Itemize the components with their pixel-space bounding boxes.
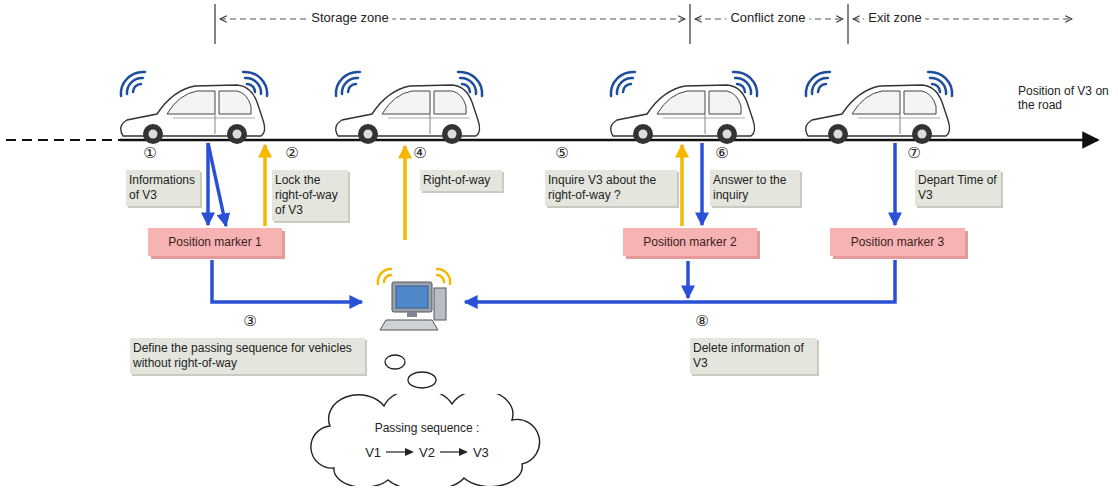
message-box: Define the passing sequence for vehicles… bbox=[130, 338, 365, 374]
position-marker: Position marker 1 bbox=[148, 228, 282, 256]
callout-number: ⑥ bbox=[715, 146, 728, 161]
vehicle-id: V1 bbox=[365, 445, 381, 460]
box-text: Position marker 1 bbox=[152, 235, 278, 249]
callout-number: ② bbox=[285, 146, 298, 161]
cloud-outline bbox=[302, 394, 552, 486]
zone-label: Storage zone bbox=[307, 10, 392, 25]
callout-number: ⑦ bbox=[907, 146, 920, 161]
callout-number: ⑤ bbox=[555, 146, 568, 161]
box-text: Answer to the inquiry bbox=[713, 173, 797, 203]
message-box: Inquire V3 about the right-of-way ? bbox=[545, 170, 677, 206]
message-box: Informations of V3 bbox=[126, 170, 200, 206]
thought-cloud: Passing sequence : V1 V2 V3 bbox=[302, 394, 552, 486]
axis-label: Position of V3 on the road bbox=[1018, 84, 1110, 113]
sequence-arrow bbox=[439, 447, 469, 457]
callout-number: ④ bbox=[413, 146, 426, 161]
box-text: Delete information of V3 bbox=[693, 341, 814, 371]
cloud-heading: Passing sequence : bbox=[375, 421, 480, 435]
zone-label: Exit zone bbox=[864, 10, 925, 25]
callout-number: ① bbox=[143, 146, 156, 161]
box-text: Lock the right-of-way of V3 bbox=[275, 173, 345, 218]
message-box: Right-of-way bbox=[420, 170, 502, 191]
zone-label: Conflict zone bbox=[726, 10, 809, 25]
sequence-row: V1 V2 V3 bbox=[365, 445, 489, 460]
callout-number: ③ bbox=[243, 314, 256, 329]
box-text: Position marker 3 bbox=[834, 235, 961, 249]
position-marker: Position marker 2 bbox=[623, 228, 757, 256]
box-text: Position marker 2 bbox=[627, 235, 753, 249]
callout-number: ⑧ bbox=[695, 314, 708, 329]
message-box: Depart Time of V3 bbox=[915, 170, 1001, 206]
box-text: Right-of-way bbox=[423, 173, 499, 188]
sequence-arrow bbox=[385, 447, 415, 457]
message-box: Lock the right-of-way of V3 bbox=[272, 170, 348, 221]
box-text: Depart Time of V3 bbox=[918, 173, 998, 203]
vehicle-id: V3 bbox=[473, 445, 489, 460]
message-box: Answer to the inquiry bbox=[710, 170, 800, 206]
box-text: Inquire V3 about the right-of-way ? bbox=[548, 173, 674, 203]
message-box: Delete information of V3 bbox=[690, 338, 817, 374]
position-marker: Position marker 3 bbox=[830, 228, 965, 256]
box-text: Informations of V3 bbox=[129, 173, 197, 203]
vehicle-id: V2 bbox=[419, 445, 435, 460]
box-text: Define the passing sequence for vehicles… bbox=[133, 341, 362, 371]
